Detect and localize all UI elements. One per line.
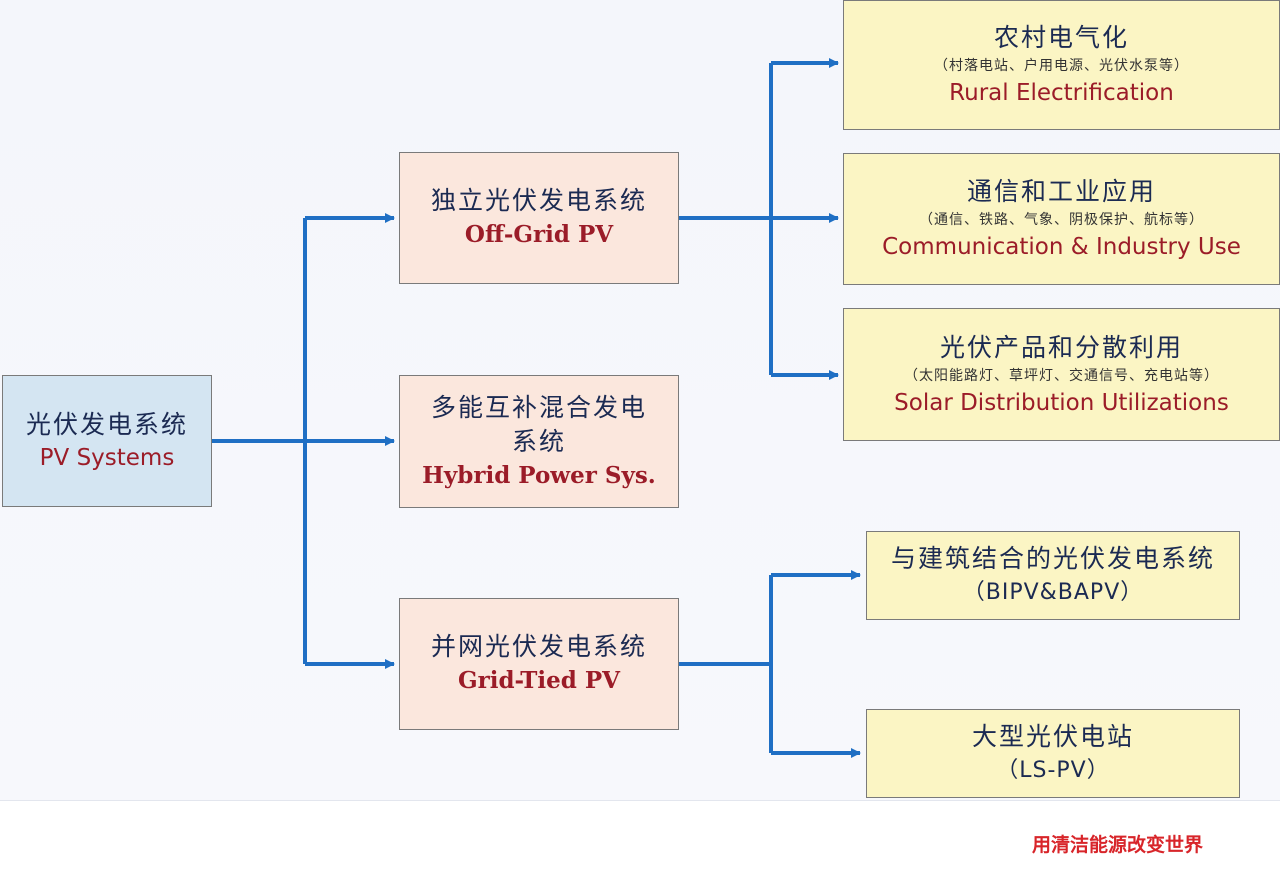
rural-electrification-en: Rural Electrification [949,80,1174,106]
offgrid-pv-en: Off-Grid PV [464,221,614,248]
lspv-zh: 大型光伏电站 [971,721,1134,751]
rural-electrification-sub: （村落电站、户用电源、光伏水泵等） [934,58,1189,74]
lspv-box: 大型光伏电站 （LS-PV） [866,709,1240,798]
bipv-box: 与建筑结合的光伏发电系统 （BIPV&BAPV） [866,531,1240,620]
pv-systems-box: 光伏发电系统 PV Systems [2,375,212,507]
rural-electrification-box: 农村电气化 （村落电站、户用电源、光伏水泵等） Rural Electrific… [843,0,1280,130]
solar-distribution-zh: 光伏产品和分散利用 [939,332,1183,362]
communication-industry-sub: （通信、铁路、气象、阴极保护、航标等） [919,212,1204,228]
hybrid-power-box: 多能互补混合发电 系统 Hybrid Power Sys. [399,375,679,508]
hybrid-power-en: Hybrid Power Sys. [422,461,656,489]
pv-systems-zh: 光伏发电系统 [25,410,188,439]
communication-industry-zh: 通信和工业应用 [966,177,1156,206]
rural-electrification-zh: 农村电气化 [993,23,1129,52]
offgrid-pv-box: 独立光伏发电系统 Off-Grid PV [399,152,679,284]
footer-slogan: 用清洁能源改变世界 [1032,834,1204,856]
hybrid-power-zh-line1: 多能互补混合发电 [430,392,647,422]
hybrid-power-zh-line2: 系统 [511,426,566,456]
footer-band [0,800,1280,875]
offgrid-pv-zh: 独立光伏发电系统 [430,186,647,215]
solar-distribution-en: Solar Distribution Utilizations [894,389,1229,416]
solar-distribution-box: 光伏产品和分散利用 （太阳能路灯、草坪灯、交通信号、充电站等） Solar Di… [843,308,1280,441]
gridtied-pv-zh: 并网光伏发电系统 [430,632,647,661]
gridtied-pv-en: Grid-Tied PV [457,667,621,694]
bipv-zh: 与建筑结合的光伏发电系统 [890,543,1215,573]
pv-systems-en: PV Systems [39,445,175,471]
gridtied-pv-box: 并网光伏发电系统 Grid-Tied PV [399,598,679,730]
communication-industry-en: Communication & Industry Use [882,234,1241,260]
solar-distribution-sub: （太阳能路灯、草坪灯、交通信号、充电站等） [904,367,1219,384]
bipv-en: （BIPV&BAPV） [962,579,1144,605]
communication-industry-box: 通信和工业应用 （通信、铁路、气象、阴极保护、航标等） Communicatio… [843,153,1280,285]
lspv-en: （LS-PV） [996,757,1110,783]
